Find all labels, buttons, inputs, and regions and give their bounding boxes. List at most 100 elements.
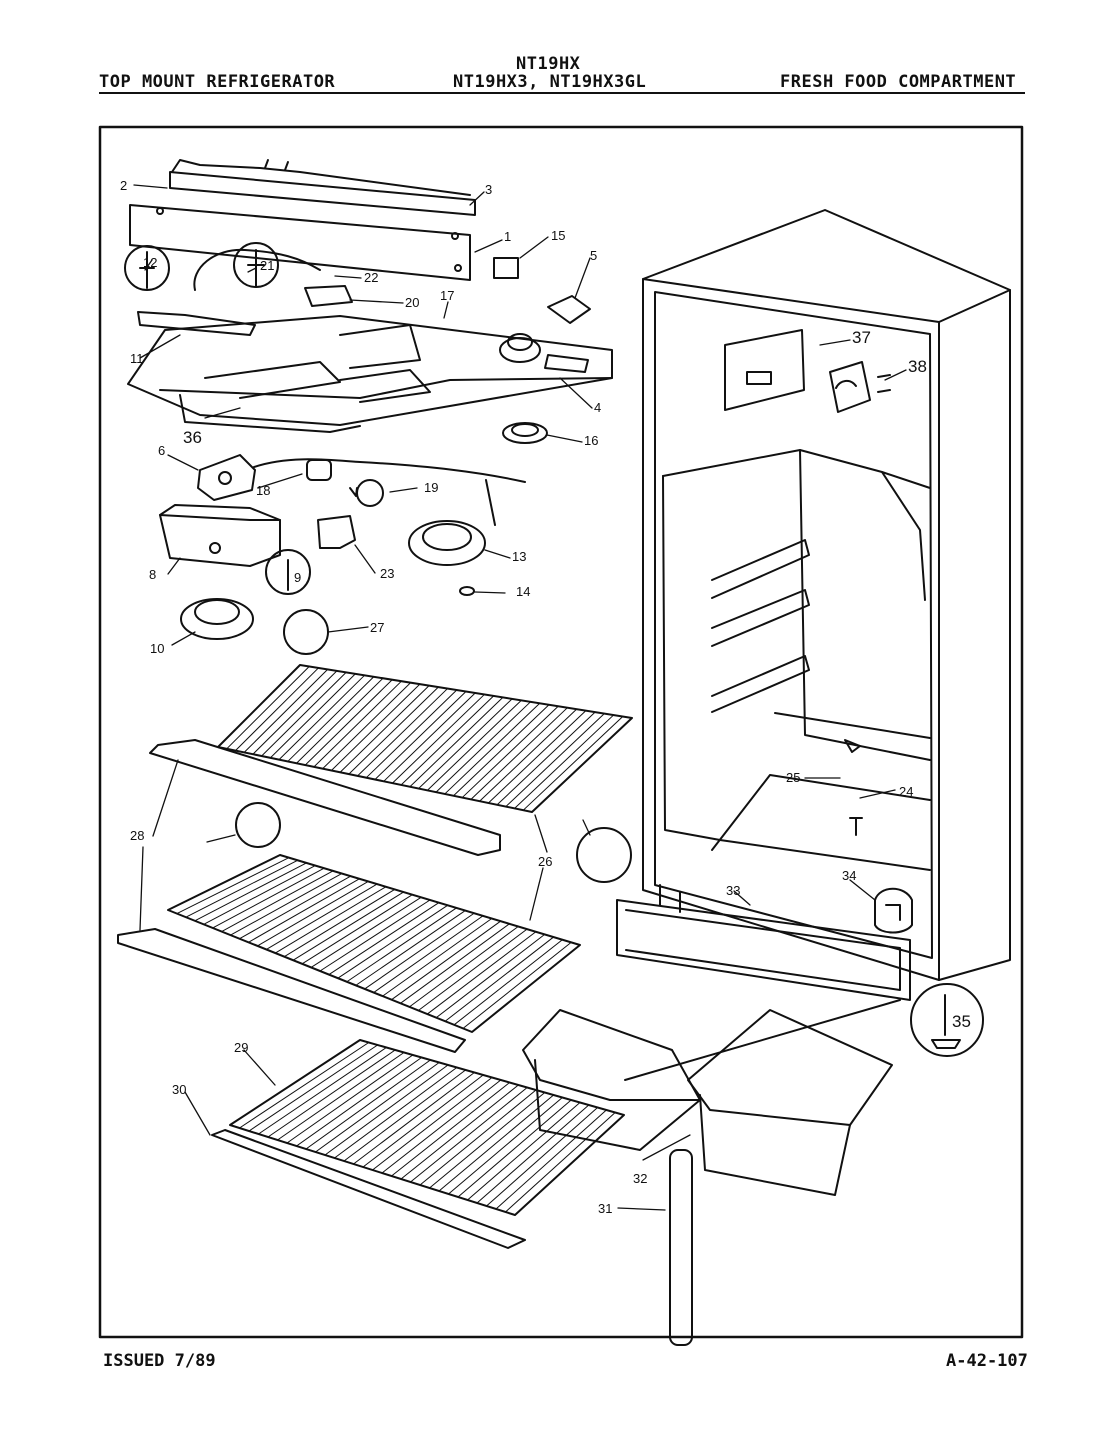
shelf-rod [372, 1077, 493, 1171]
top-light-shield-assembly [127, 159, 613, 444]
callout-label: 9 [294, 570, 301, 585]
shelf-rod [400, 1084, 519, 1180]
shelf-rod [486, 1107, 599, 1207]
shelf-rod [258, 1047, 387, 1135]
callout-label: 11 [130, 351, 144, 366]
shelf-rod [310, 896, 422, 968]
shelf-rod [212, 867, 325, 929]
shelf-rod [286, 1054, 414, 1144]
callout-label: 35 [952, 1012, 971, 1031]
shelf-rod [328, 902, 440, 976]
callout-label: 32 [633, 1171, 647, 1186]
shelf-rod [505, 1112, 616, 1213]
shelf-rod [230, 873, 343, 936]
callout-label: 38 [908, 357, 927, 376]
shelf-rod [453, 939, 563, 1026]
shelf-rod [355, 910, 466, 986]
callout-label: 1 [504, 229, 511, 244]
shelf-rod [296, 1057, 423, 1147]
shelf-rod [277, 1052, 405, 1141]
shelf-rod [453, 704, 550, 797]
callout-label: 6 [158, 443, 165, 458]
shelf-rod [462, 941, 572, 1029]
shelf-rod [243, 668, 329, 753]
callout-label: 19 [424, 480, 438, 495]
shelf-rod [265, 883, 378, 950]
glass-shelf [211, 1039, 625, 1249]
crisper-drawers [522, 899, 911, 1346]
shelf-rod [419, 1089, 537, 1186]
callout-label: 21 [260, 258, 274, 273]
shelf-rod [365, 689, 458, 779]
callout-label: 10 [150, 641, 164, 656]
shelf-rod [364, 912, 475, 990]
shelf-rod [522, 716, 624, 811]
shelf-rod [247, 878, 360, 943]
header-underline [99, 92, 1025, 94]
callout-label: 25 [786, 770, 800, 785]
shelf-rod [248, 1044, 379, 1132]
shelf-rod [322, 682, 412, 770]
shelf-rod [435, 933, 546, 1019]
shelf-rod [357, 688, 449, 777]
callout-label: 37 [852, 328, 871, 347]
callout-label: 29 [234, 1040, 248, 1055]
shelf-rod [408, 925, 519, 1008]
part-number-callouts: 1 2 3 4 5 6 8 9 10 11 12 13 14 15 16 17 … [120, 178, 971, 1216]
shelf-rod [457, 1099, 572, 1198]
shelf-rod [346, 907, 457, 983]
callout-label: 4 [594, 400, 601, 415]
shelf-rod [409, 696, 504, 788]
shelf-rod [324, 1064, 449, 1156]
shelf-rod [487, 710, 587, 804]
shelf-rod [435, 701, 532, 793]
shelf-rod [319, 899, 431, 972]
shelf-rod [269, 673, 356, 759]
footer-document-number: A-42-107 [946, 1351, 1028, 1371]
shelf-rod [495, 1109, 607, 1210]
shelf-rod [256, 880, 369, 947]
lower-shelf-rods [176, 857, 572, 1029]
callout-label: 3 [485, 182, 492, 197]
shelf-rod [391, 920, 502, 1001]
callout-label: 24 [899, 784, 913, 799]
shelf-rod [444, 936, 555, 1022]
callout-label: 5 [590, 248, 597, 263]
shelf-rod [296, 677, 384, 764]
shelf-rod [461, 705, 559, 799]
shelf-rod [313, 680, 402, 768]
shelf-rod [278, 674, 366, 761]
shelf-rod [267, 1049, 396, 1138]
shelf-rod [417, 928, 528, 1011]
shelf-rod [448, 1097, 563, 1195]
callout-label: 18 [256, 483, 270, 498]
shelf-rod [292, 891, 405, 961]
diagram-frame [98, 125, 1024, 1339]
shelf-rod [194, 862, 307, 922]
shelf-rod [226, 665, 310, 750]
shelf-rod [362, 1074, 484, 1168]
shelf-rod [185, 859, 299, 918]
callout-label: 12 [143, 255, 157, 270]
callout-label: 26 [538, 854, 552, 869]
callout-label: 30 [172, 1082, 186, 1097]
callout-label: 15 [551, 228, 565, 243]
shelf-rod [348, 686, 439, 775]
glass-shelf-lines [239, 1042, 616, 1213]
shelf-rod [334, 1067, 458, 1159]
wire-shelf-upper [149, 664, 633, 856]
callout-label: 28 [130, 828, 144, 843]
shelf-rod [221, 870, 334, 933]
shelf-rod [418, 698, 513, 790]
shelf-rod [496, 711, 596, 806]
shelf-rod [353, 1072, 475, 1165]
shelf-rod [274, 886, 387, 954]
callout-label: 8 [149, 567, 156, 582]
callout-label: 20 [405, 295, 419, 310]
shelf-rod [382, 918, 493, 997]
callout-label: 13 [512, 549, 526, 564]
shelf-rod [330, 683, 421, 771]
control-components [159, 454, 526, 640]
callout-label: 2 [120, 178, 127, 193]
